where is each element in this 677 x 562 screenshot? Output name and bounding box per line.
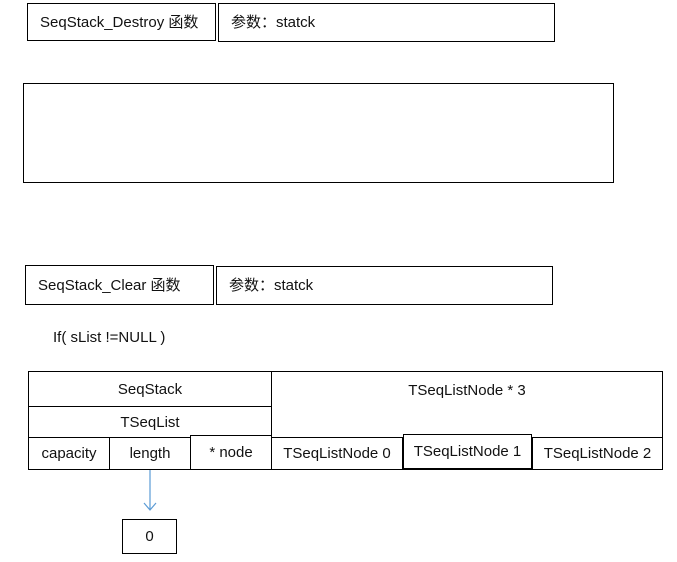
seqstack-box: SeqStack — [28, 371, 272, 407]
capacity-field-label: capacity — [41, 445, 97, 462]
destroy-function-label: SeqStack_Destroy 函数 — [40, 13, 199, 31]
destroy-empty-box — [23, 83, 614, 183]
destroy-param-label: 参数：statck — [231, 14, 316, 31]
node-array-label: TSeqListNode * 3 — [408, 382, 526, 399]
node-2-box: TSeqListNode 2 — [532, 437, 663, 470]
node-1-label: TSeqListNode 1 — [413, 443, 522, 460]
node-0-label: TSeqListNode 0 — [283, 445, 391, 462]
node-1-box: TSeqListNode 1 — [403, 434, 532, 469]
node-0-box: TSeqListNode 0 — [271, 437, 403, 470]
capacity-field-box: capacity — [28, 437, 110, 470]
node-pointer-field-box: * node — [190, 435, 272, 470]
clear-function-label-box: SeqStack_Clear 函数 — [25, 265, 214, 305]
length-field-label: length — [129, 445, 171, 462]
clear-function-label: SeqStack_Clear 函数 — [38, 276, 181, 294]
destroy-function-label-box: SeqStack_Destroy 函数 — [27, 3, 216, 41]
clear-param-label-box: 参数：statck — [216, 266, 553, 305]
length-field-box: length — [109, 437, 191, 470]
length-value: 0 — [145, 528, 154, 545]
tseqlist-box: TSeqList — [28, 406, 272, 438]
node-2-label: TSeqListNode 2 — [543, 445, 652, 462]
clear-param-label: 参数：statck — [229, 277, 314, 294]
length-value-box: 0 — [122, 519, 177, 554]
tseqlist-label: TSeqList — [120, 413, 180, 431]
condition-text: If( sList !=NULL ) — [53, 329, 166, 346]
node-pointer-field-label: * node — [209, 444, 253, 461]
length-arrow — [143, 470, 157, 511]
seqstack-label: SeqStack — [117, 380, 183, 398]
destroy-param-label-box: 参数：statck — [218, 3, 555, 42]
